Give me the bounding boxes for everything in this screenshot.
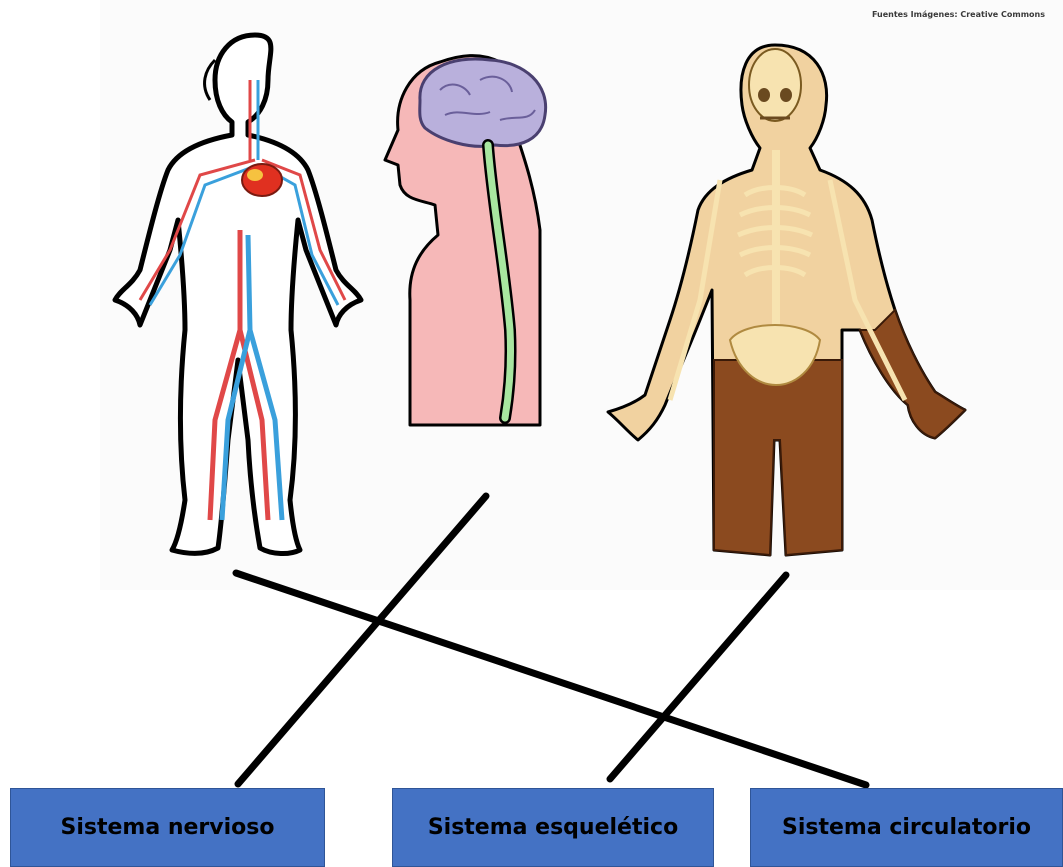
label-sistema-esqueletico[interactable]: Sistema esquelético: [392, 788, 714, 867]
label-sistema-esqueletico-text: Sistema esquelético: [428, 815, 678, 840]
label-sistema-circulatorio[interactable]: Sistema circulatorio: [750, 788, 1063, 867]
label-sistema-nervioso[interactable]: Sistema nervioso: [10, 788, 325, 867]
connector-line-nervioso: [238, 496, 486, 784]
label-sistema-circulatorio-text: Sistema circulatorio: [782, 815, 1031, 840]
label-sistema-nervioso-text: Sistema nervioso: [61, 815, 275, 840]
